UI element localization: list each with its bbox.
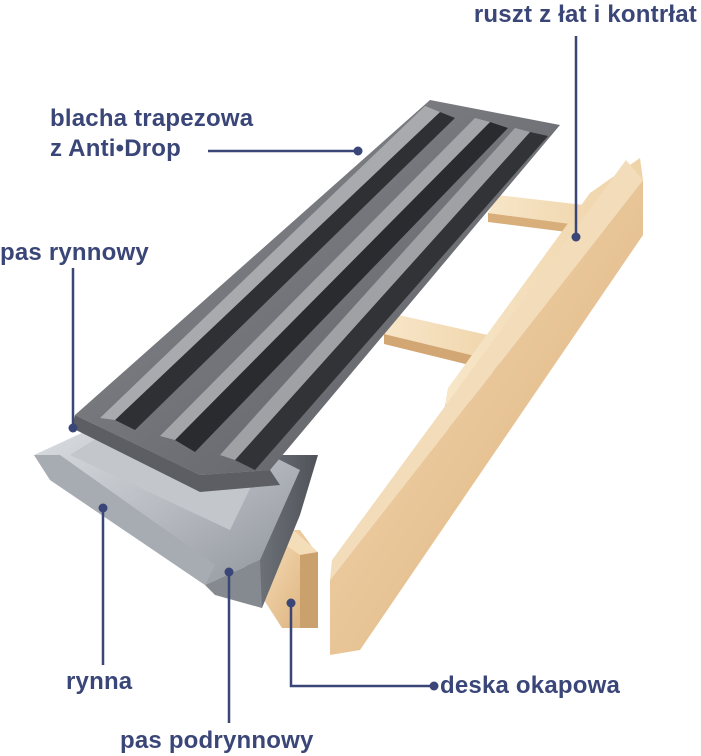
batten-grid — [330, 158, 643, 655]
counter-batten-board — [330, 180, 643, 655]
dot-deska-end — [429, 681, 439, 691]
dot-rynna — [98, 503, 108, 513]
dot-pas-rynnowy — [68, 423, 78, 433]
sheet-rib-3 — [235, 132, 548, 470]
leader-dots — [68, 146, 581, 691]
dot-blacha — [353, 146, 363, 156]
label-pas-podrynnowy: pas podrynnowy — [120, 727, 314, 754]
leader-deska — [289, 603, 432, 688]
gutter-end-cap — [205, 560, 262, 608]
trapezoidal-sheet — [72, 100, 560, 492]
fascia-board-side — [300, 552, 318, 628]
label-blacha-line2: z Anti•Drop — [50, 135, 182, 162]
label-deska-okapowa: deska okapowa — [440, 672, 621, 699]
sheet-rib-3-highlight — [220, 128, 530, 460]
label-rynna: rynna — [66, 668, 133, 695]
leader-lines — [71, 36, 578, 723]
sheet-rib-1 — [115, 112, 455, 430]
dot-pas-podrynnowy — [224, 567, 234, 577]
counter-batten-board-top — [330, 160, 643, 580]
gutter-assembly — [34, 420, 318, 608]
gutter-front-lip — [34, 455, 215, 585]
sheet-bottom-edge — [72, 415, 280, 492]
sheet-rib-1-highlight — [100, 106, 440, 420]
label-blacha-line1: blacha trapezowa — [50, 105, 254, 132]
dot-deska-start — [286, 598, 296, 608]
label-blacha-trapezowa: blacha trapezowa z Anti•Drop — [50, 104, 253, 164]
dot-ruszt — [571, 232, 581, 242]
sheet-rib-2-highlight — [160, 118, 490, 440]
sheet-rib-2 — [175, 122, 508, 452]
label-pas-rynnowy: pas rynnowy — [0, 239, 149, 266]
gutter-inner-shadow — [70, 430, 260, 530]
label-ruszt: ruszt z łat i kontrłat — [473, 1, 697, 28]
